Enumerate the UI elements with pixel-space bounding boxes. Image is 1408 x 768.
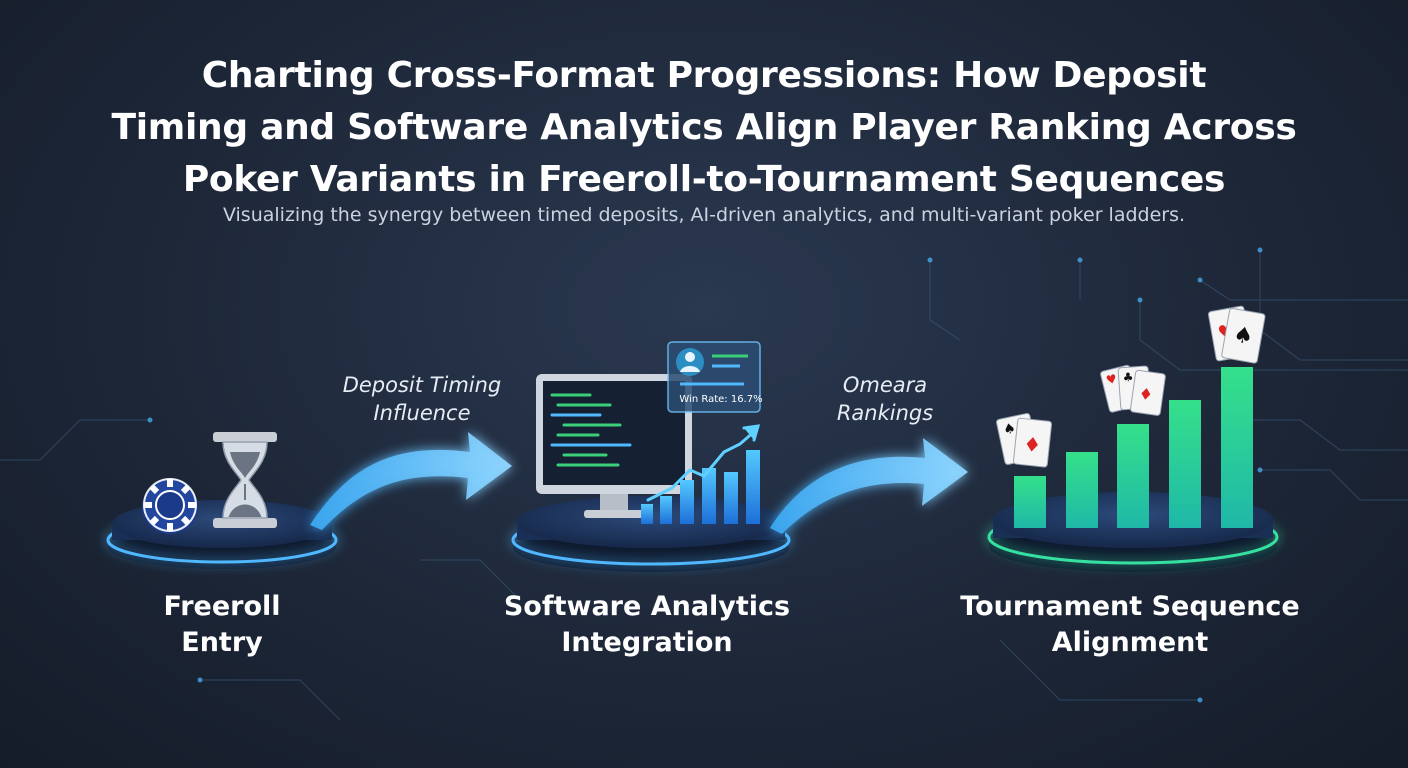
- hourglass-icon: [213, 432, 277, 528]
- analytics-card: [667, 341, 761, 413]
- title-line-3: Poker Variants in Freeroll-to-Tournament…: [182, 159, 1226, 200]
- circuit-background: [0, 250, 1408, 721]
- playing-cards-icon: ♥ ♣ ♦: [1100, 364, 1166, 416]
- svg-text:♦: ♦: [1137, 384, 1154, 405]
- tournament-bar-4: [1169, 400, 1201, 528]
- title-line-1: Charting Cross-Format Progressions: How …: [201, 55, 1207, 96]
- playing-cards-icon: ♥ ♠: [1207, 305, 1266, 364]
- platform-tournament: [987, 492, 1279, 572]
- stage-label-freeroll: Freeroll Entry: [163, 591, 281, 658]
- svg-text:♥: ♥: [1105, 371, 1119, 387]
- poker-chip-icon: [142, 478, 198, 534]
- win-rate-readout: Win Rate: 16.7%: [679, 394, 763, 405]
- flow-label-rankings: Omeara Rankings: [836, 373, 934, 425]
- platform-analytics: [511, 496, 791, 572]
- stage-label-tournament: Tournament Sequence Alignment: [960, 591, 1300, 658]
- tournament-bars: [1014, 367, 1253, 528]
- page-subtitle: Visualizing the synergy between timed de…: [222, 204, 1186, 226]
- flow-arrow-2: [770, 438, 968, 534]
- analytics-bars: [641, 450, 760, 524]
- svg-text:♠: ♠: [1231, 322, 1255, 350]
- trend-arrow-icon: [646, 424, 761, 502]
- circuit-nodes: [147, 247, 1263, 703]
- flow-arrow-1: [310, 432, 512, 530]
- user-avatar-icon: [676, 348, 704, 376]
- tournament-bar-5: [1221, 367, 1253, 528]
- flow-label-deposit-timing: Deposit Timing Influence: [342, 373, 502, 425]
- svg-text:♦: ♦: [1022, 432, 1042, 458]
- platform-freeroll: [106, 500, 338, 569]
- tournament-bar-1: [1014, 476, 1046, 528]
- tournament-bar-2: [1066, 452, 1098, 528]
- page-title: Charting Cross-Format Progressions: How …: [0, 50, 1408, 206]
- svg-text:♣: ♣: [1122, 370, 1134, 385]
- monitor-icon: [536, 374, 692, 518]
- playing-cards-icon: ♠ ♦: [996, 412, 1053, 468]
- svg-text:♠: ♠: [1002, 420, 1018, 438]
- title-line-2: Timing and Software Analytics Align Play…: [111, 107, 1297, 148]
- tournament-bar-3: [1117, 424, 1149, 528]
- stage-label-analytics: Software Analytics Integration: [503, 591, 791, 658]
